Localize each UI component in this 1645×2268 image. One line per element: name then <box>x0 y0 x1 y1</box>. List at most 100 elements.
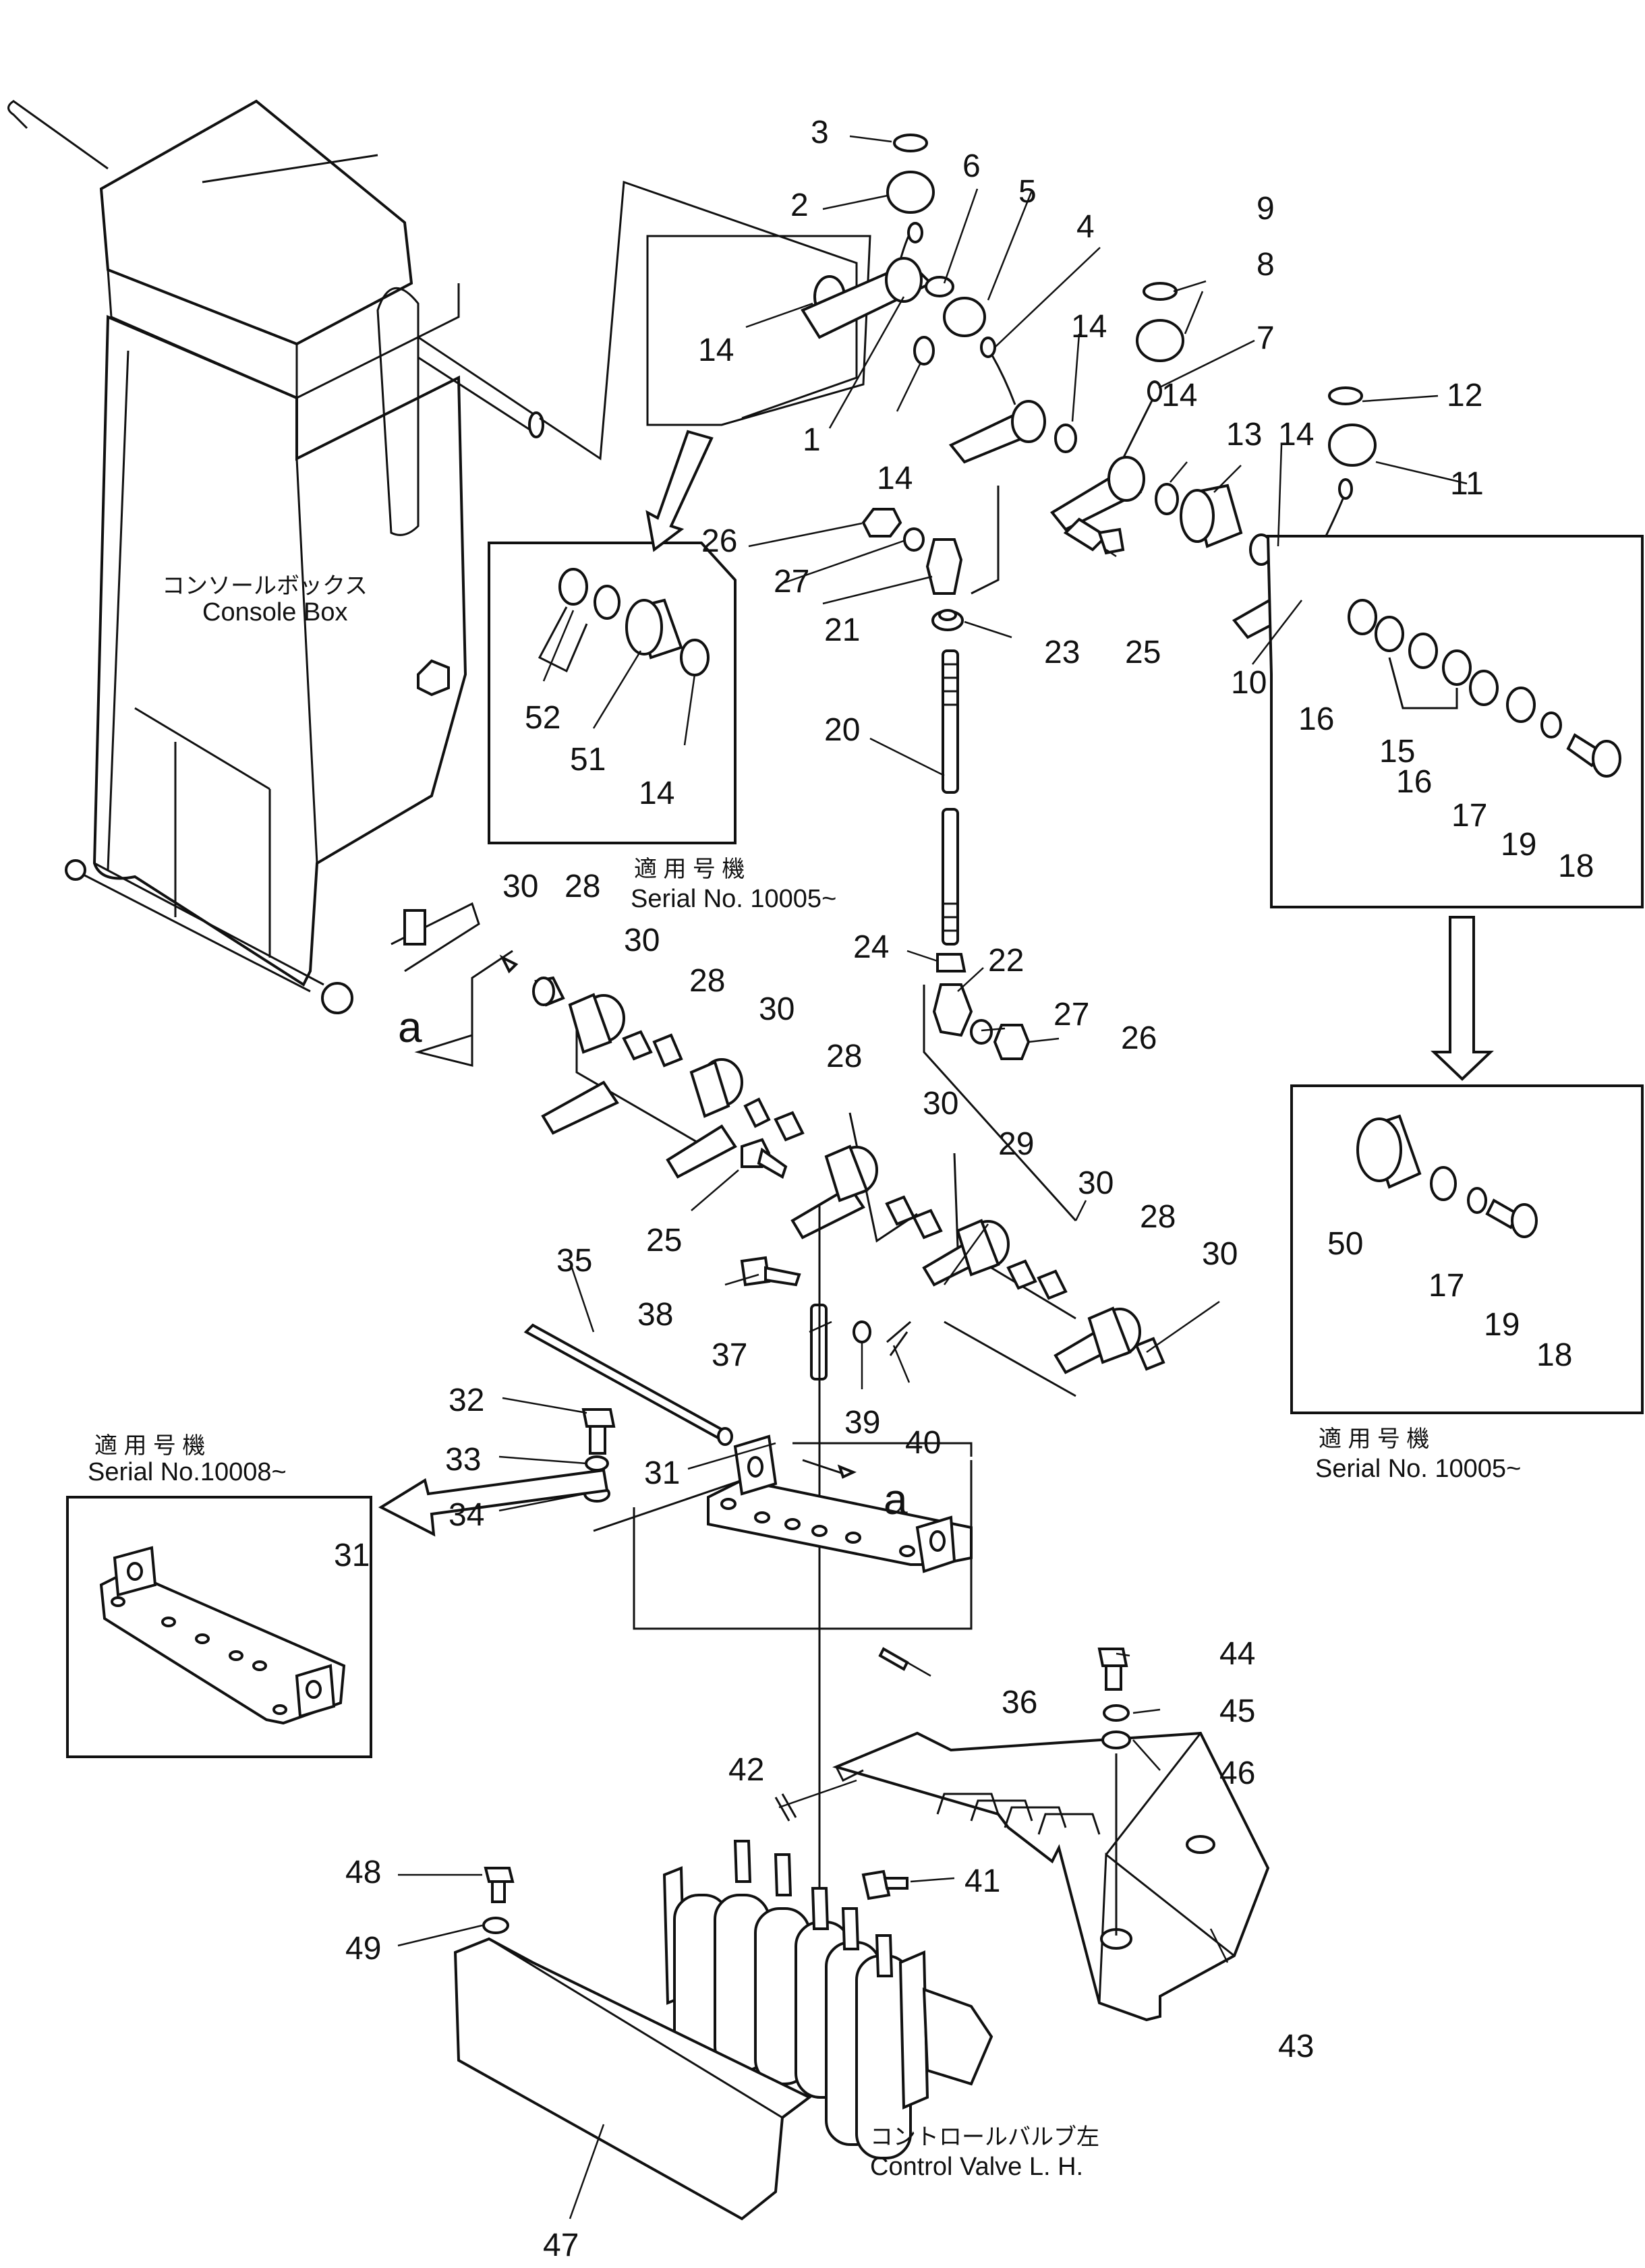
callout-13: 13 <box>1226 417 1262 453</box>
console-box-label-en: Console Box <box>202 598 347 627</box>
callout-51: 51 <box>570 742 606 778</box>
view-mark-a-left: a <box>398 1003 422 1051</box>
rod-end-top <box>861 508 964 631</box>
callout-39: 39 <box>844 1405 880 1441</box>
callout-22: 23 <box>1044 635 1080 670</box>
inset-serial-10005-right: 適 用 号 機 Serial No. 10005~ <box>1290 1084 1644 1483</box>
callout-30-d: 30 <box>923 1086 958 1122</box>
inset-serial-10008: 適 用 号 機 Serial No.10008~ <box>66 1433 372 1758</box>
callout-21: 21 <box>824 612 860 648</box>
callout-20: 20 <box>824 712 860 748</box>
console-link-line <box>539 180 858 461</box>
view-mark-a-right: a <box>884 1475 908 1523</box>
callout-26-b: 26 <box>1121 1020 1157 1056</box>
cover-43 <box>832 1648 1270 2022</box>
callout-32: 32 <box>449 1383 484 1418</box>
callout-49: 49 <box>345 1931 381 1967</box>
callout-4: 4 <box>1076 209 1095 245</box>
rod-20 <box>942 649 959 946</box>
inset-10008-serial-label: Serial No.10008~ <box>88 1458 287 1486</box>
callout-3: 3 <box>811 115 829 150</box>
callout-40: 40 <box>905 1425 941 1461</box>
callout-50: 50 <box>1327 1226 1363 1262</box>
callout-31-a: 31 <box>644 1455 680 1491</box>
callout-33: 33 <box>445 1442 481 1478</box>
callout-28-a: 28 <box>565 869 600 904</box>
callout-25-a: 25 <box>1125 635 1161 670</box>
callout-36: 36 <box>1002 1685 1037 1720</box>
callout-14-f: 14 <box>639 776 674 811</box>
callout-8: 8 <box>1257 247 1275 283</box>
callout-27-a: 27 <box>774 564 809 600</box>
callout-35: 35 <box>556 1243 592 1279</box>
callout-10: 10 <box>1231 665 1267 701</box>
callout-9: 9 <box>1257 191 1275 227</box>
inset-serial-10005-left: 適 用 号 機 Serial No. 10005~ <box>488 542 836 913</box>
control-valve: コントロールバルブ左 Control Valve L. H. <box>662 1793 1099 2181</box>
callout-29: 29 <box>998 1126 1034 1162</box>
callout-46: 46 <box>1219 1755 1255 1791</box>
callout-14-e: 14 <box>877 461 913 496</box>
callout-12: 12 <box>1447 378 1482 413</box>
inset-right-applicable-label: 適 用 号 機 <box>1319 1426 1429 1452</box>
callout-11: 11 <box>1450 466 1484 502</box>
callout-38: 38 <box>637 1297 673 1333</box>
callout-37: 37 <box>712 1337 747 1373</box>
callout-31-b: 31 <box>334 1538 370 1573</box>
callout-26-a: 26 <box>701 523 737 559</box>
console-box: コンソールボックス Console Box <box>7 99 544 1014</box>
control-valve-label-jp: コントロールバルブ左 <box>870 2124 1099 2150</box>
inset-left-serial-label: Serial No. 10005~ <box>631 885 836 913</box>
leader-lines <box>397 135 1468 2219</box>
callout-2: 2 <box>790 187 809 223</box>
callout-7: 7 <box>1257 320 1275 356</box>
callout-16-b: 16 <box>1396 764 1432 800</box>
callout-44: 44 <box>1219 1636 1255 1672</box>
callout-24: 24 <box>853 929 889 965</box>
callout-30-b: 30 <box>624 923 660 958</box>
lever-shaft-group <box>414 950 1165 2023</box>
callout-15: 15 <box>1379 734 1415 769</box>
callout-1: 1 <box>803 422 821 458</box>
callout-45: 45 <box>1219 1693 1255 1729</box>
arrow-to-inset-right <box>1431 916 1494 1081</box>
callout-30-e: 30 <box>1078 1165 1114 1201</box>
callout-18-a: 18 <box>1558 848 1594 884</box>
callout-30-a: 30 <box>502 869 538 904</box>
callout-48: 48 <box>345 1855 381 1890</box>
arrow-to-inset-left <box>645 430 714 552</box>
callout-34: 34 <box>449 1497 484 1533</box>
callout-30-f: 30 <box>1202 1236 1238 1272</box>
inset-washers-right <box>1266 535 1644 908</box>
callout-14-c: 14 <box>1161 378 1197 413</box>
callout-14-a: 14 <box>698 332 734 368</box>
callout-19-b: 19 <box>1484 1307 1520 1343</box>
callout-47: 47 <box>543 2228 579 2263</box>
callout-30-c: 30 <box>759 991 795 1027</box>
callout-27-b: 27 <box>1054 997 1089 1033</box>
callout-28-c: 28 <box>826 1039 862 1074</box>
callout-numbers: 3 2 6 5 4 9 8 7 12 11 13 14 14 14 14 1 1… <box>334 115 1594 2263</box>
inset-left-applicable-label: 適 用 号 機 <box>634 856 745 882</box>
callout-23: 22 <box>988 943 1024 979</box>
callout-42: 42 <box>728 1752 764 1788</box>
inset-10008-applicable-label: 適 用 号 機 <box>94 1433 205 1459</box>
callout-43: 43 <box>1278 2029 1314 2064</box>
callout-18-b: 18 <box>1536 1337 1572 1373</box>
callout-5: 5 <box>1018 174 1037 210</box>
callout-14-b: 14 <box>1071 309 1107 345</box>
callout-28-d: 28 <box>1140 1199 1176 1235</box>
console-box-label-jp: コンソールボックス <box>162 573 368 599</box>
inset-right-serial-label: Serial No. 10005~ <box>1315 1455 1521 1483</box>
callout-16-a: 16 <box>1298 701 1334 737</box>
callout-41: 41 <box>964 1863 1000 1899</box>
cover-47 <box>453 1867 812 2221</box>
callout-6: 6 <box>962 148 981 184</box>
callout-25-b: 25 <box>646 1223 682 1258</box>
callout-14-d: 14 <box>1278 417 1314 453</box>
callout-17-a: 17 <box>1451 798 1487 834</box>
callout-52: 52 <box>525 700 560 736</box>
callout-28-b: 28 <box>689 963 725 999</box>
arrow-to-inset-10008 <box>378 1468 609 1537</box>
